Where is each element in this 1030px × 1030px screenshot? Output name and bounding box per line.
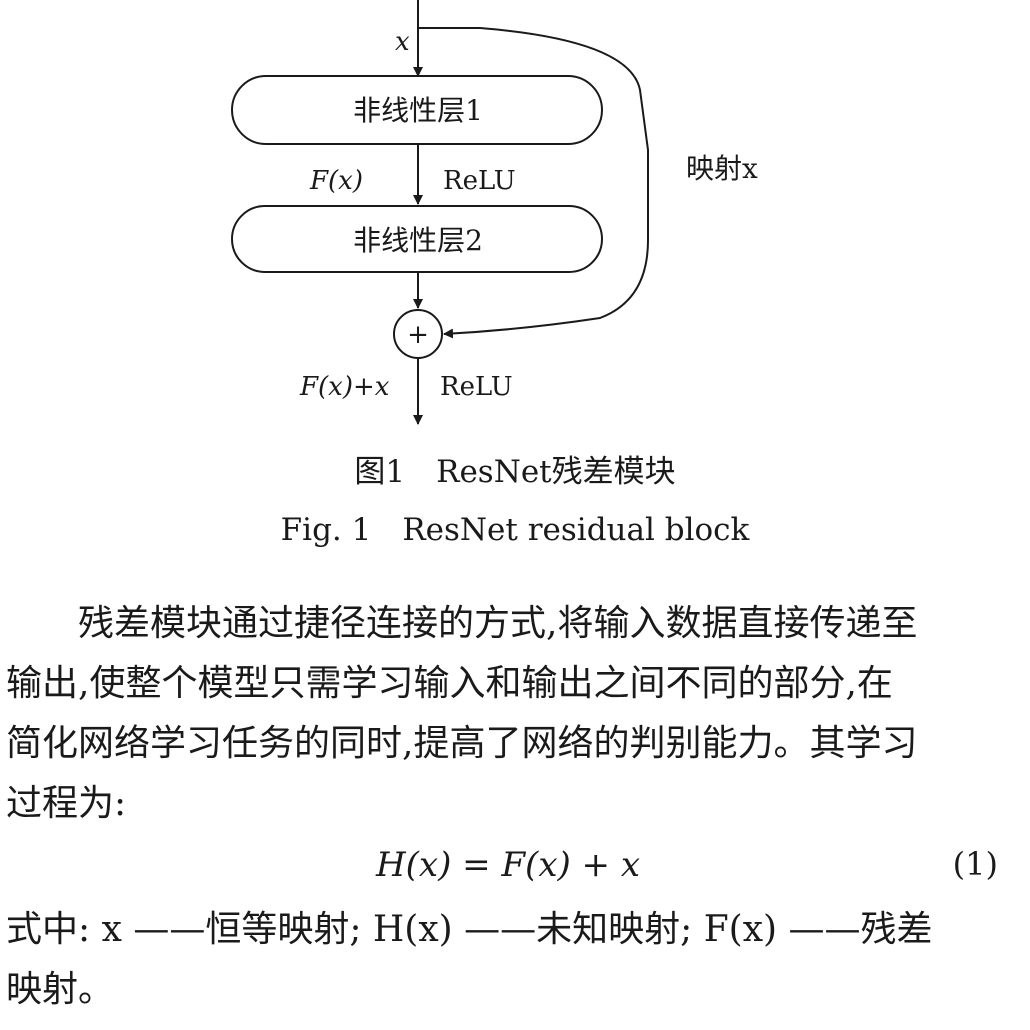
plus-symbol: + [407,320,429,350]
relu-label-2: ReLU [440,372,513,402]
sum-label: F(x)+x [299,372,390,402]
equation-number: (1) [952,845,998,883]
figure-caption-cn: 图1 ResNet残差模块 [354,454,676,490]
body-text-line: 输出,使整个模型只需学习输入和输出之间不同的部分,在 [6,663,893,704]
resnet-block-diagram: x 映射x 非线性层1 F(x) ReLU 非线性层2 + F(x)+x ReL… [231,0,758,425]
equation: H(x) = F(x) + x [376,845,641,885]
body-text-line: 残差模块通过捷径连接的方式,将输入数据直接传递至 [6,603,918,644]
skip-connection-path [418,27,649,339]
where-clause-line: 映射。 [6,969,115,1010]
relu-label-1: ReLU [443,166,516,196]
input-label: x [395,27,410,57]
body-text-line: 简化网络学习任务的同时,提高了网络的判别能力。其学习 [6,723,918,764]
layer2-label: 非线性层2 [353,224,483,257]
mapping-label: 映射x [686,152,758,185]
layer1-label: 非线性层1 [353,94,483,127]
body-text-line: 过程为: [6,783,127,824]
where-clause-line: 式中: x ——恒等映射; H(x) ——未知映射; F(x) ——残差 [6,909,933,950]
figure-caption-en: Fig. 1 ResNet residual block [280,512,750,548]
fx-label: F(x) [309,166,363,196]
